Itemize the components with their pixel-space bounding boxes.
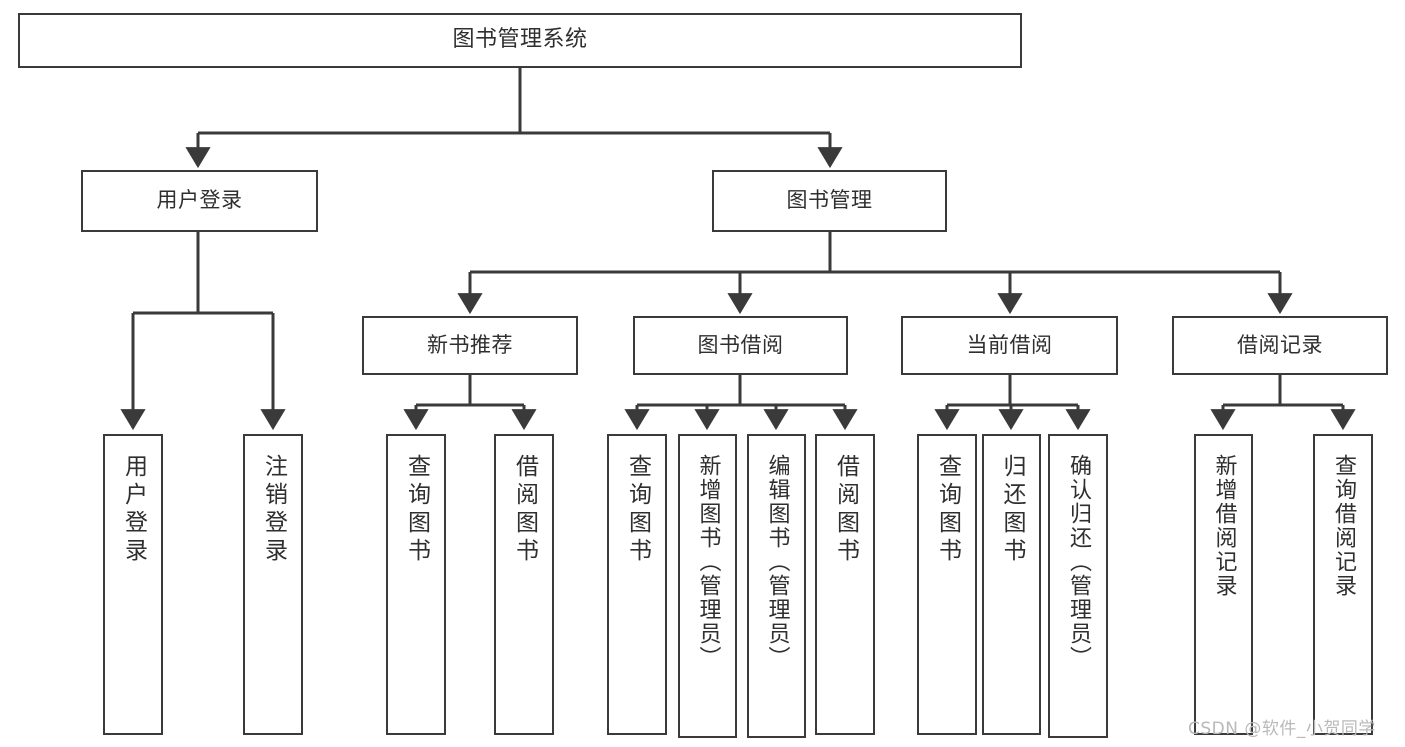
node-leaf-borrow-book[interactable]: 借阅图书	[815, 434, 875, 735]
node-label: 编辑图书（管理员）	[764, 454, 790, 670]
node-new-book-recommend[interactable]: 新书推荐	[362, 316, 578, 375]
node-label: 借阅图书	[511, 454, 538, 566]
node-label: 查询图书	[403, 454, 430, 566]
connectors-user-login	[120, 232, 286, 431]
connectors-borrow-record	[1210, 375, 1356, 431]
node-user-login[interactable]: 用户登录	[81, 170, 318, 232]
node-leaf-edit-book-admin[interactable]: 编辑图书（管理员）	[747, 434, 806, 738]
connectors-current-borrow	[934, 375, 1091, 431]
node-leaf-query-book-current[interactable]: 查询图书	[917, 434, 977, 735]
node-leaf-return-book[interactable]: 归还图书	[982, 434, 1041, 735]
node-leaf-logout[interactable]: 注销登录	[243, 434, 303, 735]
node-label: 注销登录	[260, 454, 287, 566]
node-leaf-query-borrow-record[interactable]: 查询借阅记录	[1313, 434, 1373, 735]
node-label: 查询图书	[934, 454, 961, 566]
csdn-watermark: CSDN @软件_小贺同学	[1188, 719, 1376, 739]
node-label: 新书推荐	[427, 332, 513, 357]
node-leaf-query-book-recommend[interactable]: 查询图书	[386, 434, 446, 735]
node-leaf-query-book-borrow[interactable]: 查询图书	[607, 434, 667, 735]
node-label: 图书管理系统	[452, 27, 588, 53]
node-leaf-confirm-return-admin[interactable]: 确认归还（管理员）	[1048, 434, 1108, 738]
node-label: 确认归还（管理员）	[1066, 454, 1091, 670]
node-current-borrow[interactable]: 当前借阅	[901, 316, 1118, 375]
node-leaf-borrow-book-recommend[interactable]: 借阅图书	[494, 434, 554, 735]
node-root-book-management-system[interactable]: 图书管理系统	[18, 13, 1022, 68]
connectors-book-manage	[457, 232, 1293, 315]
node-label: 新增借阅记录	[1211, 454, 1237, 598]
node-label: 借阅图书	[832, 454, 859, 566]
node-borrow-record[interactable]: 借阅记录	[1172, 316, 1388, 375]
node-book-borrow[interactable]: 图书借阅	[633, 316, 848, 375]
node-label: 图书借阅	[697, 332, 784, 357]
node-book-management[interactable]: 图书管理	[712, 170, 947, 232]
connectors-book-borrow	[624, 375, 858, 431]
node-label: 查询图书	[624, 454, 651, 566]
node-leaf-user-login[interactable]: 用户登录	[103, 434, 163, 735]
node-label: 用户登录	[156, 188, 243, 213]
node-label: 用户登录	[120, 454, 147, 566]
connectors-root	[185, 68, 843, 169]
node-label: 归还图书	[999, 454, 1025, 566]
node-label: 新增图书（管理员）	[695, 454, 721, 670]
node-label: 借阅记录	[1237, 332, 1323, 357]
node-label: 查询借阅记录	[1331, 454, 1356, 598]
node-leaf-add-book-admin[interactable]: 新增图书（管理员）	[678, 434, 737, 738]
node-label: 当前借阅	[966, 332, 1053, 357]
node-label: 图书管理	[786, 188, 873, 213]
connectors-new-book	[403, 375, 537, 431]
node-leaf-add-borrow-record[interactable]: 新增借阅记录	[1194, 434, 1253, 735]
